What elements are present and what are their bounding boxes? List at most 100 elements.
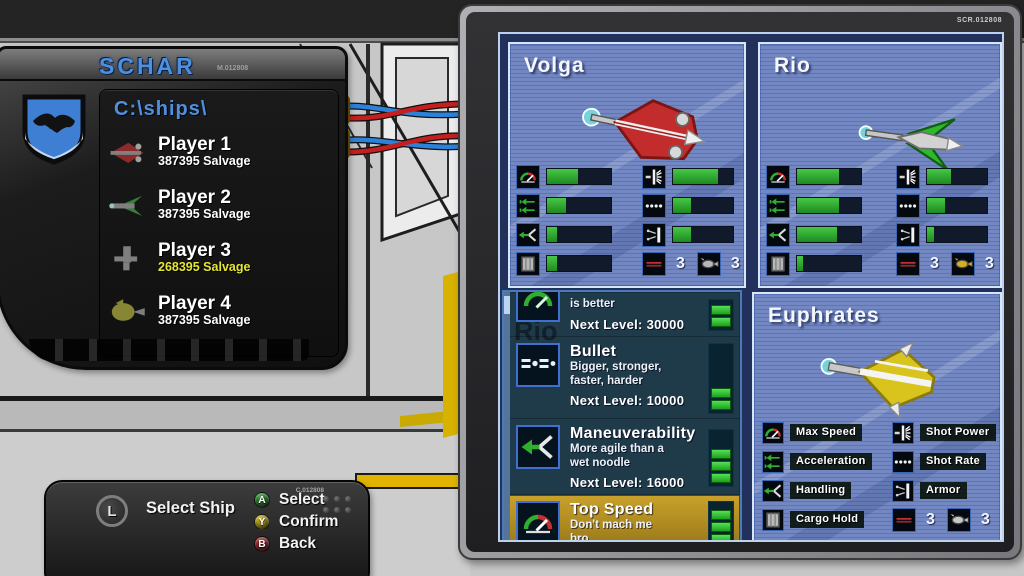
player-row[interactable]: Player 1 387395 Salvage (100, 125, 338, 178)
terminal-vent-slats (29, 339, 309, 361)
monitor: SCR.012808 Volga (458, 4, 1022, 560)
stat-row-handling (516, 220, 612, 249)
shot-rate-icon (642, 193, 666, 218)
gauge-icon (762, 421, 784, 444)
stat-bar (796, 197, 862, 214)
legend-action-label: Confirm (279, 513, 339, 530)
stat-label: Shot Power (920, 424, 996, 441)
volga-ship-image (568, 73, 716, 187)
player-salvage: 387395 Salvage (158, 207, 251, 222)
bullet-upgrade-icon (516, 342, 560, 387)
stat-row-shot-rate (896, 191, 1000, 220)
player-name: Player 1 (158, 133, 231, 155)
shot-power-icon (896, 164, 920, 189)
monitor-serial: SCR.012808 (956, 17, 1002, 24)
legend-row-confirm: Y Confirm (254, 512, 338, 532)
bullet-ammo-icon (892, 507, 916, 532)
upgrade-description: is better (570, 298, 615, 310)
player-row[interactable]: Player 4 387395 Salvage (100, 284, 338, 337)
ship-card-rio[interactable]: Rio (758, 42, 1002, 288)
missile-ammo-icon (696, 251, 721, 276)
stat-row-acceleration (516, 191, 612, 220)
legend-action-label: Select (279, 491, 325, 508)
upgrade-description: More agile than a (570, 442, 664, 455)
upgrade-next-level: Next Level: 10000 (570, 393, 685, 409)
ship-name-volga: Volga (524, 54, 585, 77)
handling-icon (766, 222, 790, 247)
stat-row-shot-power (642, 162, 744, 191)
stat-row-armor (642, 220, 744, 249)
player-name: Player 4 (158, 292, 231, 314)
player-row[interactable]: Player 3 268395 Salvage (100, 231, 338, 284)
shot-rate-icon (896, 193, 920, 218)
stat-label: Handling (790, 482, 852, 499)
stat-row-cargo-hold (766, 249, 862, 278)
upgrade-title: Top Speed (570, 501, 654, 519)
stat-bar (796, 226, 862, 243)
bullet-ammo-icon (642, 251, 666, 276)
stat-row-acceleration (766, 191, 862, 220)
stat-bar (546, 197, 612, 214)
stat-bar (672, 168, 734, 185)
ship-rio-icon (108, 192, 146, 218)
player-row[interactable]: Player 2 387395 Salvage (100, 178, 338, 231)
handshake-shield-logo (22, 94, 86, 165)
stat-label-row: Handling (762, 476, 872, 505)
b-button-icon: B (254, 536, 270, 552)
stat-bar (546, 255, 612, 272)
upgrade-title: Maneuverability (570, 424, 696, 442)
bullet-count: 3 (930, 254, 939, 272)
cargo-hold-icon (762, 508, 784, 531)
upgrade-next-level: Next Level: 30000 (570, 316, 685, 332)
handling-icon (762, 479, 784, 502)
bullet-count: 3 (926, 510, 935, 528)
armor-icon (892, 479, 914, 502)
gauge-icon (516, 164, 540, 189)
upgrade-level-pips (708, 298, 734, 331)
schar-terminal-panel: SCHAR M.012808 C:\ships\ Player 1 387395… (0, 46, 348, 370)
ship-volga-icon (108, 139, 146, 165)
stat-row-shot-rate (642, 191, 744, 220)
terminal-titlebar (0, 49, 345, 81)
player-list: Player 1 387395 Salvage Player 2 387395 … (100, 125, 338, 337)
legend-row-back: B Back (254, 534, 338, 554)
bullet-ammo-icon (896, 251, 920, 276)
monitor-screen: Volga (498, 32, 1004, 542)
monitor-frame: SCR.012808 Volga (466, 12, 1014, 552)
stat-bar (546, 168, 612, 185)
stat-label: Acceleration (790, 453, 872, 470)
stat-bar (796, 168, 862, 185)
stat-row-max-speed (516, 162, 612, 191)
legend-row-select: A Select (254, 490, 338, 510)
stat-label-row: Armor (892, 476, 996, 505)
upgrade-scrollbar[interactable] (504, 292, 510, 540)
missile-count: 3 (980, 510, 990, 528)
upgrade-scrollbar-thumb[interactable] (504, 296, 510, 314)
handling-icon (516, 222, 540, 247)
rio-ship-image (851, 95, 971, 189)
ship-name-rio: Rio (774, 54, 811, 77)
stat-bar (926, 226, 988, 243)
maneuver-icon (516, 424, 560, 469)
acceleration-icon (762, 450, 784, 473)
left-stick-icon: L (96, 495, 128, 527)
armor-icon (642, 222, 666, 247)
stat-bar (796, 255, 862, 272)
acceleration-icon (516, 193, 540, 218)
missile-ammo-icon (946, 507, 971, 532)
stat-label-row: Acceleration (762, 447, 872, 476)
upgrade-description: Don't mach me (570, 519, 652, 532)
ship-card-volga[interactable]: Volga (508, 42, 746, 288)
cargo-hold-icon (516, 251, 540, 276)
stat-label-row: Cargo Hold (762, 505, 872, 534)
stat-bar (672, 197, 734, 214)
player-salvage: 268395 Salvage (158, 260, 251, 275)
ship-card-euphrates[interactable]: Euphrates (752, 292, 1002, 540)
